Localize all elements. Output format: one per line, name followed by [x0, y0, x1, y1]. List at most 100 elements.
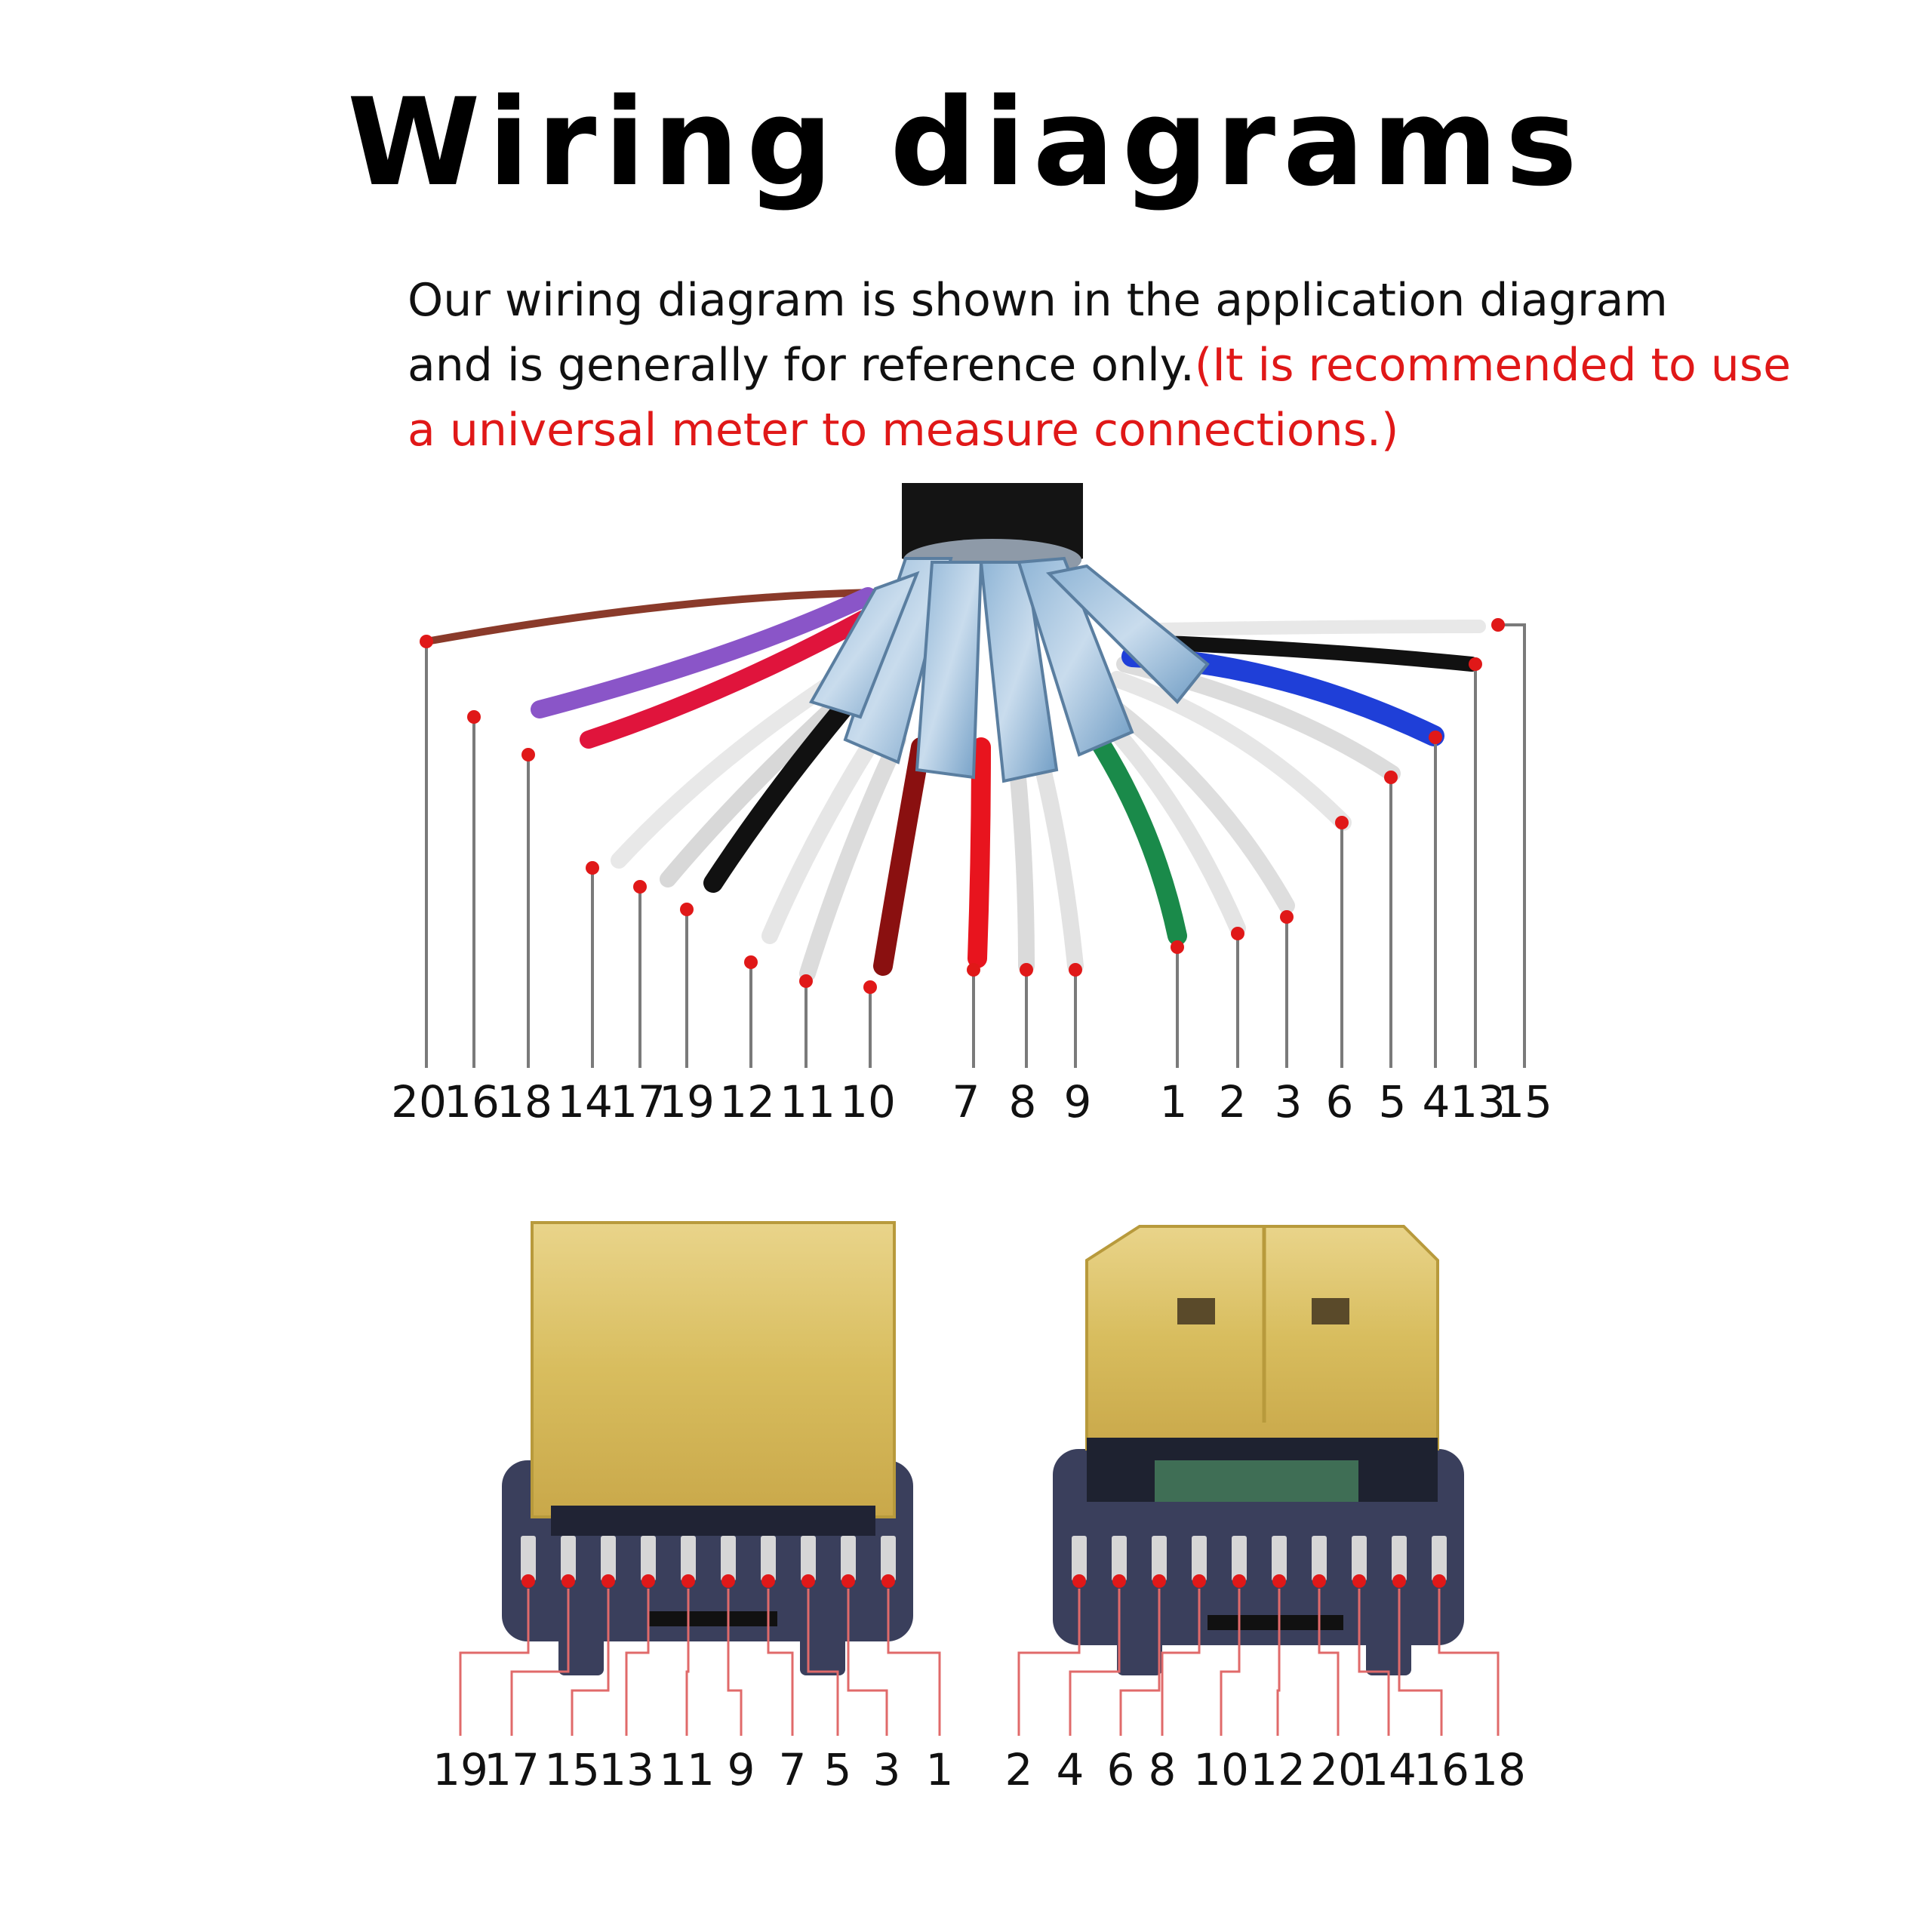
connector-pin-contact — [521, 1536, 536, 1581]
connector-leader-line — [1318, 1589, 1340, 1736]
cable-pin-marker — [863, 980, 877, 994]
connector-pin-marker — [681, 1574, 695, 1588]
connector-pin-marker — [1432, 1574, 1446, 1588]
connector-left-tab-b — [800, 1607, 845, 1675]
connector-pin-label: 18 — [1470, 1744, 1526, 1795]
cable-pin-label: 20 — [391, 1076, 447, 1128]
cable-pin-label: 1 — [1160, 1076, 1188, 1128]
cable-pin-label: 4 — [1423, 1076, 1451, 1128]
description-line-2: and is generally for reference only.(It … — [408, 333, 1902, 398]
connector-pin-marker — [1072, 1574, 1086, 1588]
connector-right-window-left — [1177, 1298, 1215, 1324]
connector-pin-label: 8 — [1149, 1744, 1177, 1795]
cable-pin-label: 19 — [659, 1076, 715, 1128]
cable-pin-label: 11 — [780, 1076, 835, 1128]
connector-pin-label: 6 — [1107, 1744, 1135, 1795]
connector-leader-line — [459, 1589, 530, 1736]
cable-pin-marker — [1335, 816, 1349, 829]
connector-pin-label: 12 — [1250, 1744, 1306, 1795]
cable-wires — [423, 587, 1486, 982]
connector-leader-line — [571, 1589, 610, 1736]
cable-pin-marker — [633, 880, 647, 894]
description-line-1: Our wiring diagram is shown in the appli… — [408, 274, 1668, 327]
connector-left — [459, 1221, 941, 1736]
connector-pin-contact — [761, 1536, 776, 1581]
connector-pin-marker — [1112, 1574, 1126, 1588]
connector-pin-contact — [1192, 1536, 1207, 1581]
cable-pin-label: 14 — [557, 1076, 613, 1128]
cable-pin-label: 6 — [1326, 1076, 1354, 1128]
connector-pin-label: 15 — [544, 1744, 600, 1795]
connector-pin-contact — [641, 1536, 656, 1581]
description-line-2-text: and is generally for reference only. — [408, 339, 1195, 392]
cable-pin-label: 3 — [1275, 1076, 1303, 1128]
warning-text-end: a universal meter to measure connections… — [408, 404, 1399, 457]
cable-pin-marker — [1384, 771, 1398, 784]
connector-pin-marker — [521, 1574, 535, 1588]
connector-leader-line — [685, 1589, 690, 1736]
connector-pin-marker — [881, 1574, 895, 1588]
connector-pin-contact — [561, 1536, 576, 1581]
connector-pin-marker — [721, 1574, 735, 1588]
connector-pin-contact — [601, 1536, 616, 1581]
cable-leader-lines — [420, 618, 1526, 1068]
cable-pin-label: 17 — [610, 1076, 666, 1128]
cable-pin-marker — [1171, 940, 1184, 954]
connector-pin-marker — [801, 1574, 815, 1588]
cable-pin-marker — [1469, 657, 1482, 671]
connector-right-tab-a — [1117, 1615, 1162, 1675]
description: Our wiring diagram is shown in the appli… — [408, 268, 1902, 463]
connector-pin-label: 19 — [432, 1744, 488, 1795]
connector-pin-marker — [561, 1574, 575, 1588]
connector-pin-contact — [881, 1536, 896, 1581]
connector-pin-contact — [1272, 1536, 1287, 1581]
connector-leader-line — [1069, 1589, 1121, 1736]
foil-shields — [809, 556, 1210, 783]
connector-leader-line — [1276, 1589, 1281, 1736]
cable-pin-label: 15 — [1497, 1076, 1552, 1128]
connector-leader-line — [887, 1589, 941, 1736]
wire-white-4 — [799, 731, 906, 982]
connector-leader-line — [1220, 1589, 1241, 1736]
connector-right-gap — [1208, 1615, 1343, 1630]
cable-pin-label: 5 — [1379, 1076, 1407, 1128]
wire-green — [1088, 730, 1187, 946]
cable-pin-marker — [467, 710, 481, 724]
connector-leader-line — [625, 1589, 650, 1736]
connector-pin-contact — [801, 1536, 816, 1581]
cable-pin-marker — [1429, 731, 1442, 744]
connector-pin-contact — [1112, 1536, 1127, 1581]
connector-pin-marker — [1192, 1574, 1206, 1588]
wire-white-9 — [1109, 671, 1352, 831]
cable-pin-marker — [799, 974, 813, 988]
cable-leader-line — [1498, 623, 1526, 1068]
connector-pin-label: 17 — [484, 1744, 540, 1795]
connector-pin-contact — [721, 1536, 736, 1581]
wire-white-11 — [1118, 620, 1486, 637]
cable-pin-marker — [680, 903, 694, 916]
connector-right-window-right — [1312, 1298, 1349, 1324]
connector-pin-contact — [1152, 1536, 1167, 1581]
connector-left-slot — [551, 1506, 875, 1536]
connector-left-gold-shell — [531, 1221, 896, 1518]
connector-pin-label: 3 — [873, 1744, 901, 1795]
connector-pin-marker — [641, 1574, 655, 1588]
connector-pin-contact — [681, 1536, 696, 1581]
cable-pin-label: 8 — [1009, 1076, 1037, 1128]
wire-white-3 — [761, 716, 891, 944]
connector-pin-marker — [1272, 1574, 1286, 1588]
connector-pin-marker — [841, 1574, 855, 1588]
connector-left-pins — [459, 1536, 941, 1736]
connector-pin-contact — [1232, 1536, 1247, 1581]
connector-left-gap — [649, 1611, 777, 1626]
connector-pin-label: 11 — [659, 1744, 715, 1795]
cable-pin-marker — [967, 963, 980, 977]
connector-pin-label: 16 — [1414, 1744, 1469, 1795]
connector-pin-contact — [841, 1536, 856, 1581]
connector-pin-label: 2 — [1005, 1744, 1033, 1795]
cable-pin-label: 18 — [497, 1076, 552, 1128]
connector-pin-contact — [1312, 1536, 1327, 1581]
cable-pin-marker — [586, 861, 599, 875]
